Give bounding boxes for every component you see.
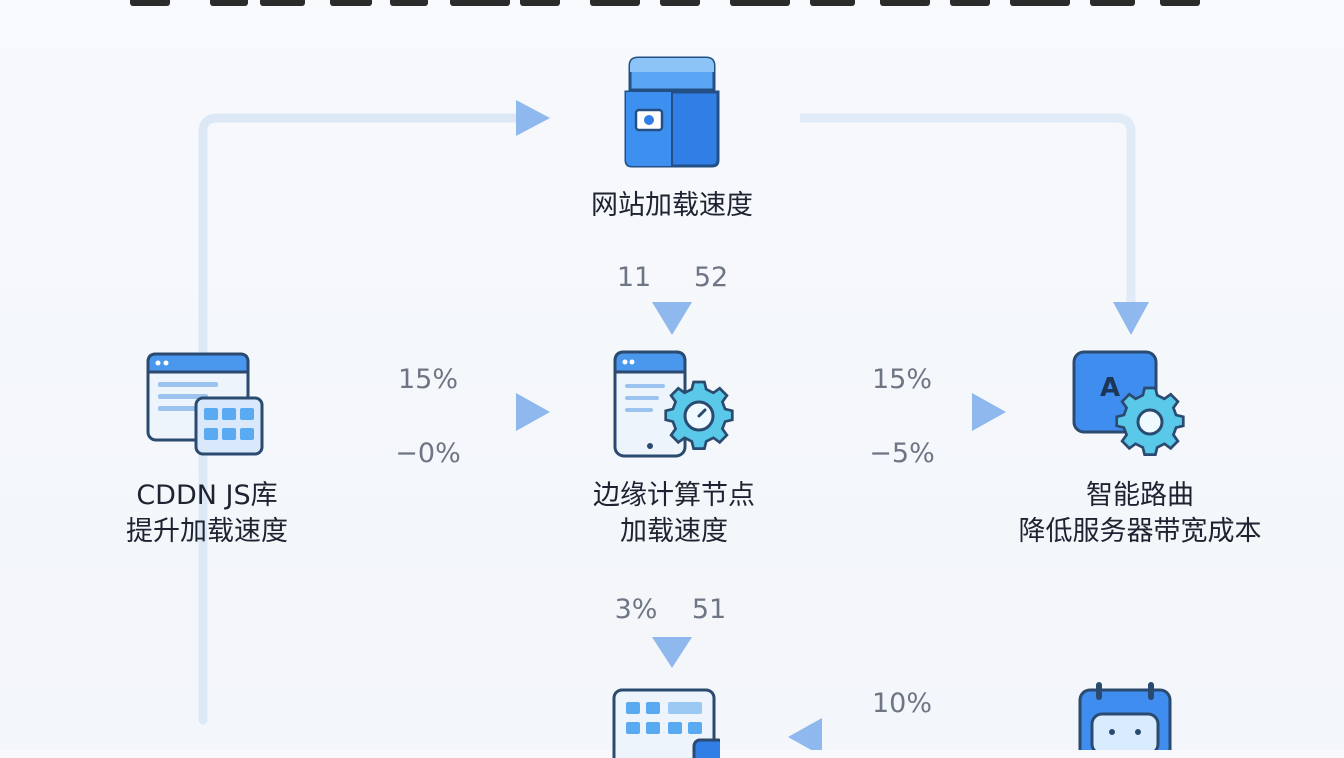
website-to-edge-arrowhead [652,302,692,335]
dashboard-icon [612,688,720,758]
edge-to-routing-arrowhead [972,393,1006,431]
edge-to-routing-bottom-metric: −5% [869,438,935,469]
website-to-edge-right-metric: 52 [693,262,729,293]
edge-to-bottom-arrowhead [652,637,692,668]
cube-icon [624,56,720,168]
smart-routing-label: 智能路曲 降低服务器带宽成本 [1019,478,1262,550]
website-to-routing-arrowhead [1113,302,1149,335]
cdn-to-edge-arrowhead [516,393,550,431]
edge-node-label-line1: 边缘计算节点 [593,480,755,511]
smart-routing-label-line2: 降低服务器带宽成本 [1018,516,1262,547]
bottomright-to-bottom-arrowhead [788,718,822,750]
website-to-routing-line [800,113,1136,305]
browser-grid-icon [146,352,264,456]
cropped-title-strip [0,0,1344,8]
svg-text:A: A [1100,373,1120,403]
loop-top-arrowhead [516,100,550,136]
edge-to-routing-top-metric: 15% [871,364,933,395]
edge-node-label: 边缘计算节点 加载速度 [593,478,755,550]
tablet-gear-icon [613,350,734,458]
edge-to-bottom-left-metric: 3% [614,594,658,625]
loop-left-vertical [198,113,523,725]
website-speed-label: 网站加载速度 [591,190,753,221]
cdn-to-edge-bottom-metric: −0% [395,438,461,469]
edge-node-label-line2: 加载速度 [620,516,728,547]
smart-routing-label-line1: 智能路曲 [1086,480,1194,511]
cdn-to-edge-top-metric: 15% [397,364,459,395]
bottomright-to-bottom-top-metric: 10% [871,688,933,719]
cdn-js-label-line2: 提升加载速度 [126,516,288,547]
translate-gear-icon: A [1072,350,1185,456]
calendar-bot-icon [1078,682,1172,750]
cdn-js-label-line1: CDDN JS库 [136,480,278,511]
cdn-js-label: CDDN JS库 提升加载速度 [126,478,288,550]
edge-to-bottom-right-metric: 51 [691,594,727,625]
website-to-edge-left-metric: 11 [616,262,652,293]
